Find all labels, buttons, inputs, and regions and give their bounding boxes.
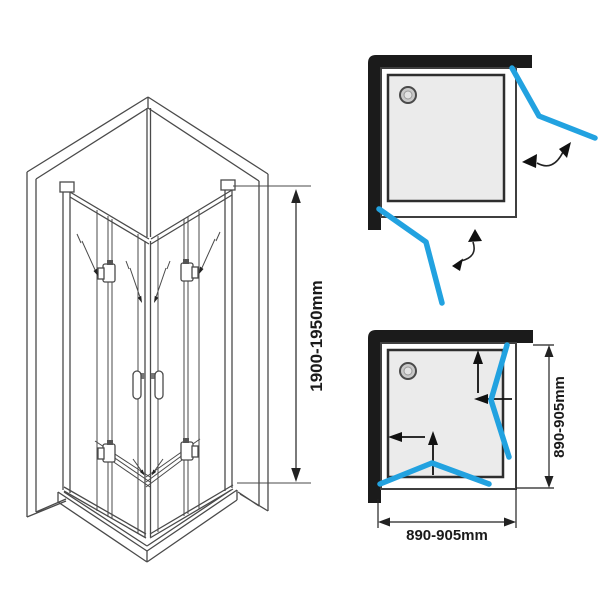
door-hinges [97,259,199,463]
hinge-icon [97,260,116,283]
handle-mount [140,373,145,379]
swing-arrow-icon [452,229,482,271]
height-dimension-label: 1900-1950mm [307,280,326,392]
depth-dimension-label: 890-905mm [551,376,568,458]
handle-mount [151,373,156,379]
bifold-door-line [376,206,445,306]
hinge-icon [97,440,116,463]
direction-arrow-icon [473,350,483,393]
drain-icon [399,362,417,380]
hinge-icon [180,259,199,282]
hinge-icon [180,438,199,461]
handle-icon [132,370,142,400]
depth-dimension: 890-905mm [516,344,568,489]
direction-arrow-icon [428,431,438,475]
door-handles [132,370,164,400]
bifold-door-line [488,342,512,460]
width-dimension-label: 890-905mm [406,527,488,544]
width-dimension: 890-905mm [377,489,517,544]
direction-arrow-icon [388,432,425,442]
bottom-plan-view: 890-905mm 890-905mm [368,330,568,544]
bifold-door-line [377,460,492,487]
height-dimension: 1900-1950mm [233,185,326,484]
bifold-door-line [509,65,598,141]
top-plan-view [368,55,598,306]
walls [26,96,269,518]
wall-bracket-right [220,179,236,191]
handle-icon [154,370,164,400]
swing-arrow-icon [522,142,571,168]
isometric-view: 1900-1950mm [26,96,326,563]
drain-icon [399,86,417,104]
shower-tray-base [57,438,238,563]
wall-bracket-left [59,181,75,193]
glass-shine-marks [76,231,221,476]
